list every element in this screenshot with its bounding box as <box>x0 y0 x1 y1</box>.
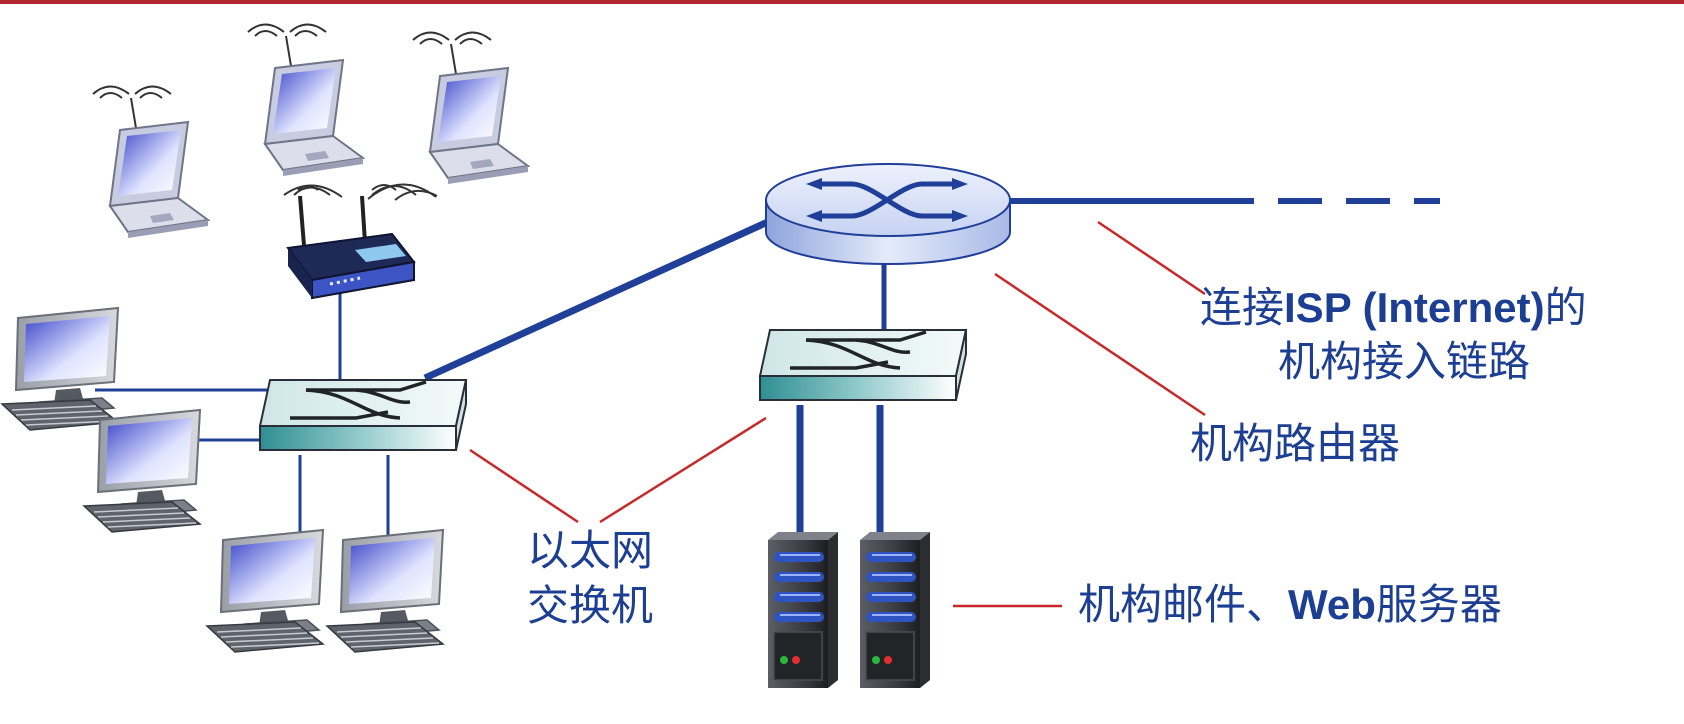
server-icon <box>767 531 839 689</box>
top-border <box>0 0 1684 4</box>
switch-label-line1: 以太网 <box>527 526 654 575</box>
servers-text-c: 服务器 <box>1375 580 1502 629</box>
router-icon <box>765 163 1011 265</box>
ethernet-switch-icon <box>258 378 468 452</box>
servers-label: 机构邮件、Web服务器 <box>1078 580 1502 630</box>
server-icon <box>859 531 931 689</box>
router-label: 机构路由器 <box>1190 419 1401 468</box>
servers-text-b: Web <box>1288 581 1376 628</box>
network-links <box>95 198 1440 555</box>
laptop-icon <box>92 85 209 239</box>
callout-lines <box>469 220 1206 608</box>
servers-text-a: 机构邮件、 <box>1078 580 1289 629</box>
desktop-computer-icon <box>206 529 324 653</box>
ethernet-switch-icon <box>758 328 968 402</box>
access-link-label-line2: 机构接入链路 <box>1278 337 1531 386</box>
access-link-text-a: 连接 <box>1200 283 1285 332</box>
access-link-text-b: ISP (Internet) <box>1284 284 1545 331</box>
wireless-router-icon <box>283 183 438 300</box>
desktop-computer-icon <box>83 409 201 533</box>
access-link-text-c: 的 <box>1544 283 1587 332</box>
laptop-icon <box>412 31 529 185</box>
access-link-label: 连接ISP (Internet)的 <box>1200 283 1587 333</box>
laptop-icon <box>247 23 364 177</box>
switch-label-line2: 交换机 <box>527 581 654 630</box>
desktop-computer-icon <box>1 307 119 431</box>
desktop-computer-icon <box>326 529 444 653</box>
